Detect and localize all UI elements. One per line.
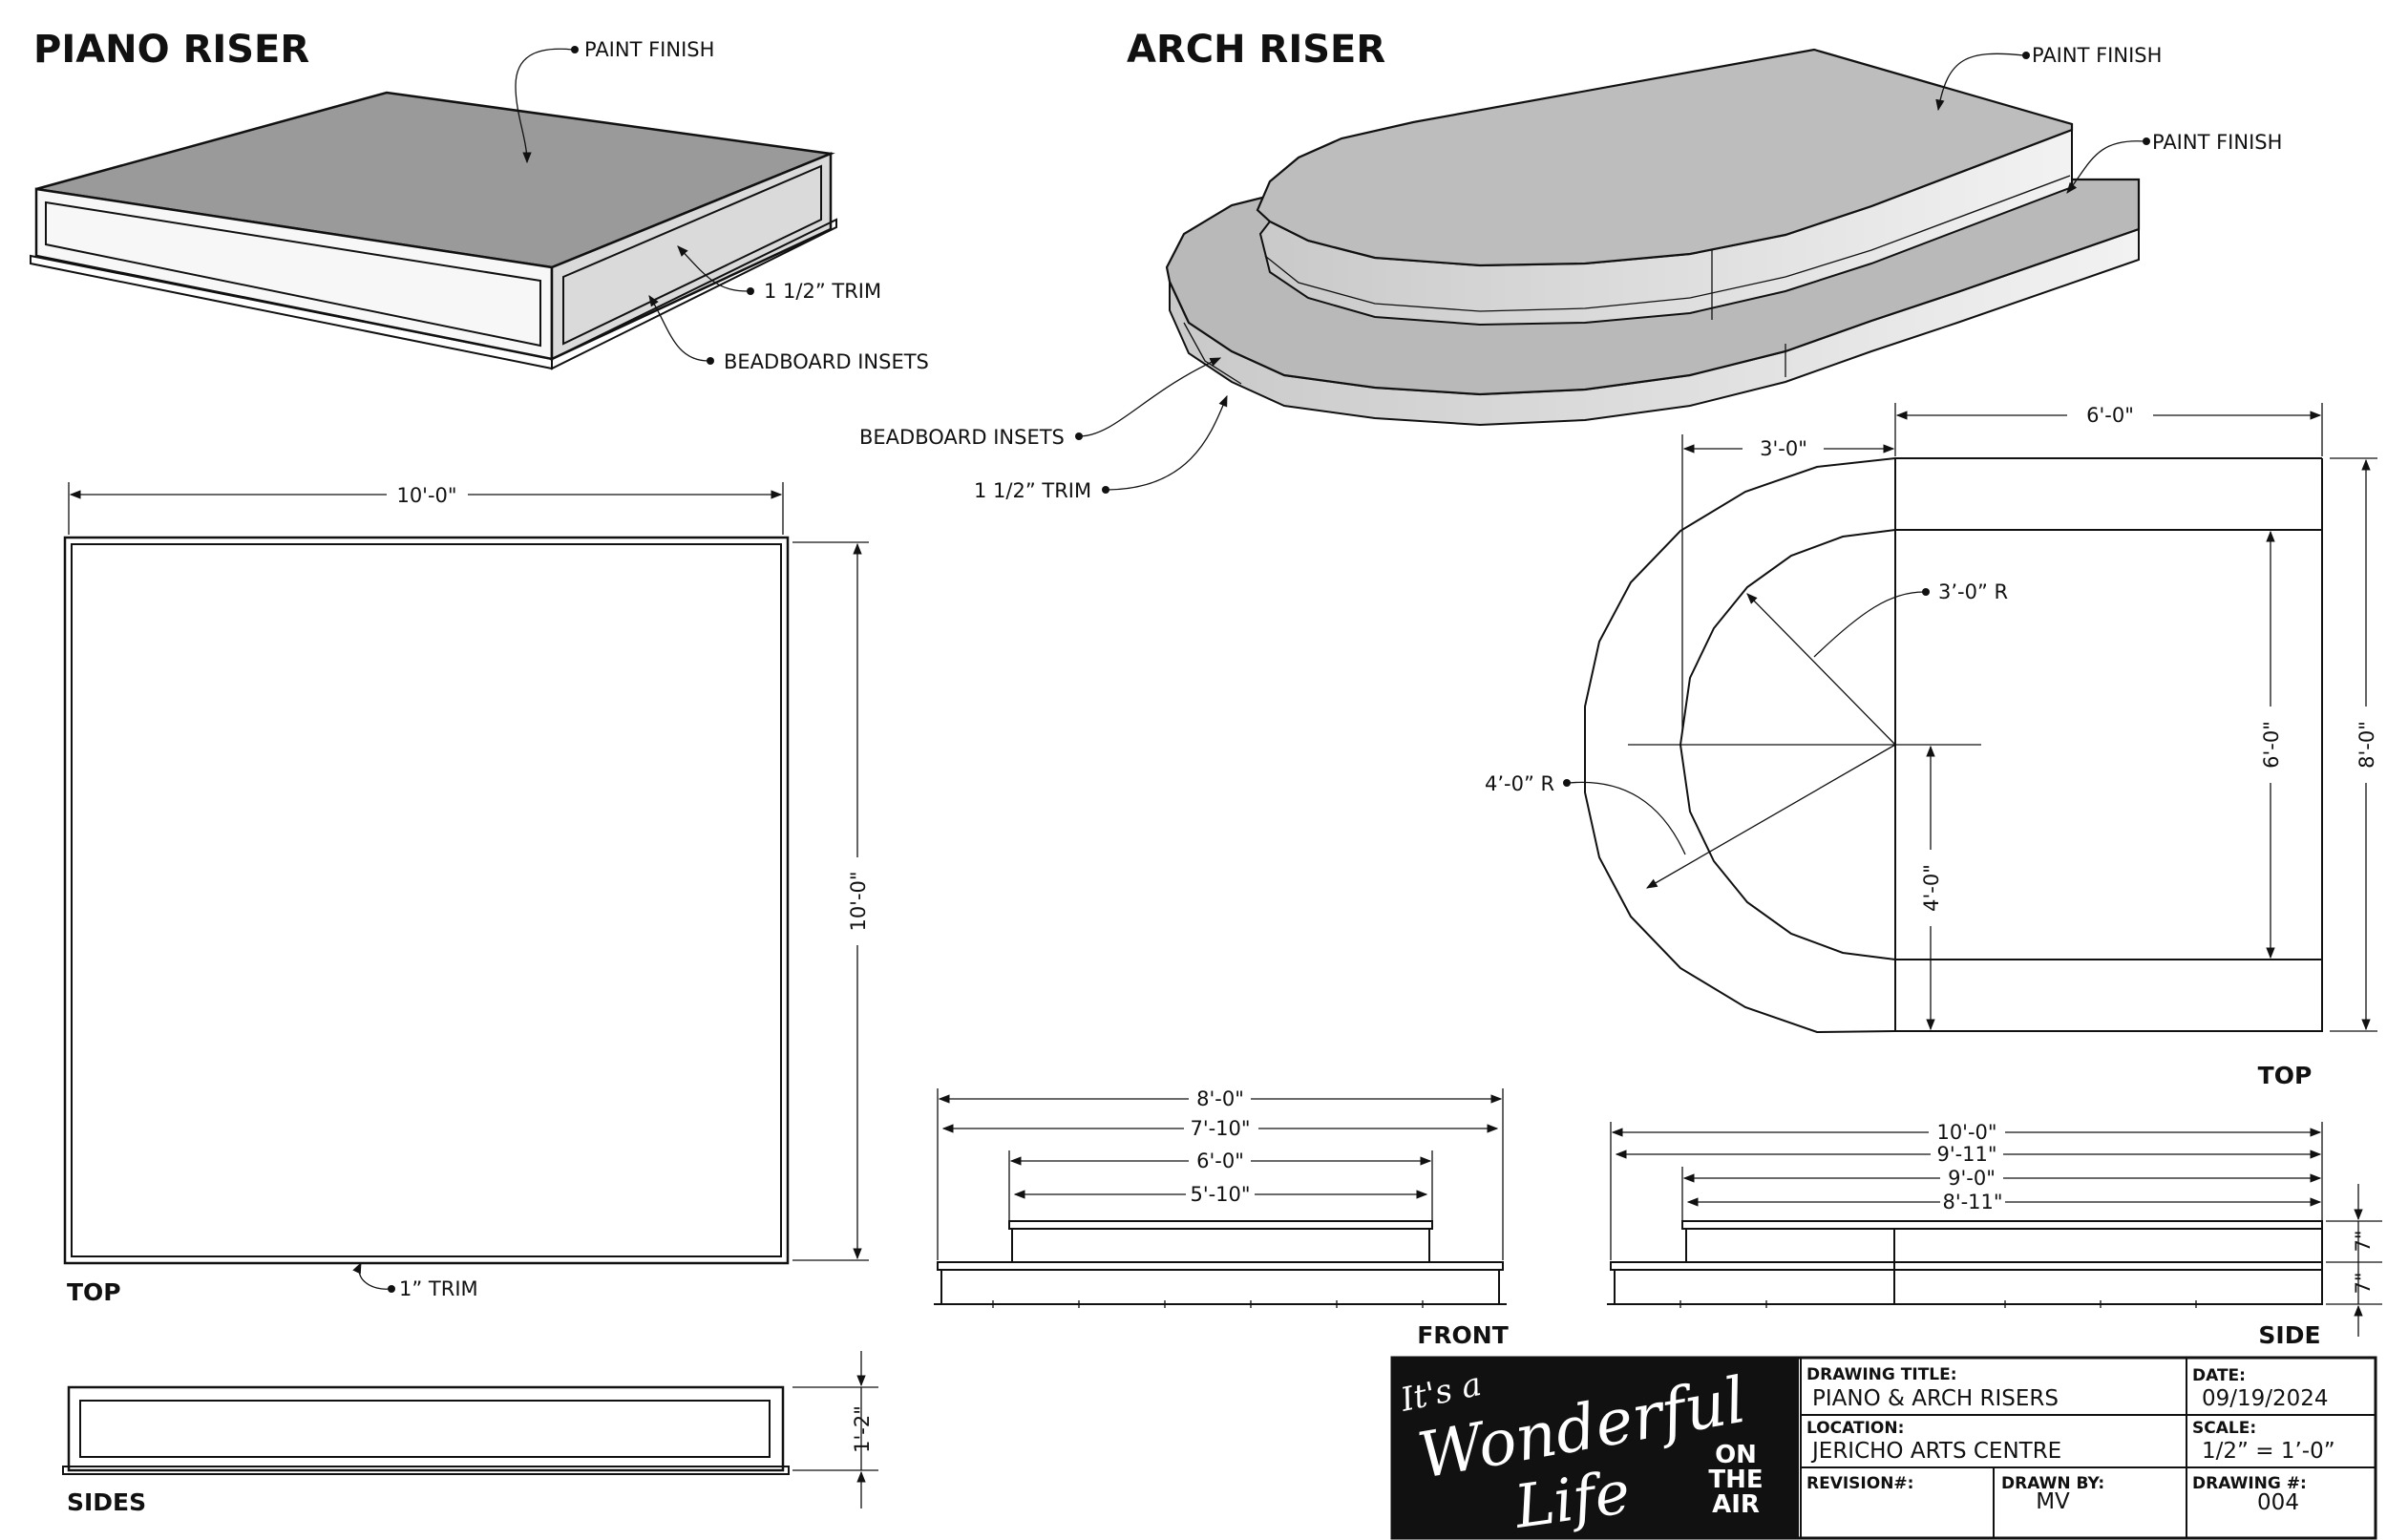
arch-front-view-label: FRONT (1417, 1321, 1509, 1349)
piano-riser-sides-view: 1'-2" SIDES (62, 1351, 878, 1516)
date-value: 09/19/2024 (2202, 1386, 2329, 1411)
arch-inner-radius-callout: 3’-0” R (1938, 580, 2008, 603)
location-value: JERICHO ARTS CENTRE (1810, 1439, 2061, 1464)
arch-side-dim-4: 8'-11" (1942, 1191, 2002, 1213)
arch-beadboard-callout: BEADBOARD INSETS (859, 426, 1065, 449)
piano-riser-title: PIANO RISER (33, 28, 309, 72)
piano-sides-view-label: SIDES (67, 1488, 146, 1516)
arch-paint-finish-lower-callout: PAINT FINISH (2152, 131, 2282, 154)
piano-riser-isometric (30, 91, 837, 370)
piano-depth-dim: 10'-0" (847, 871, 870, 931)
piano-riser-top-view: 10'-0" 10'-0" 1” TRIM TOP (63, 482, 870, 1306)
scale-label: SCALE: (2192, 1419, 2256, 1438)
piano-beadboard-callout: BEADBOARD INSETS (724, 350, 929, 373)
arch-trim-callout: 1 1/2” TRIM (974, 479, 1091, 502)
arch-riser-section: ARCH RISER PAINT FINISH PAINT FINISH BEA… (859, 28, 2382, 1349)
arch-riser-front-view: 8'-0" 7'-10" 6'-0" 5'-10" FRONT (934, 1087, 1509, 1349)
arch-front-dim-2: 7'-10" (1190, 1117, 1250, 1140)
arch-outer-radius-callout: 4’-0” R (1485, 772, 1554, 795)
location-label: LOCATION: (1806, 1419, 1904, 1438)
logo-tag-2: THE (1708, 1466, 1763, 1494)
arch-top-view-label: TOP (2258, 1062, 2313, 1089)
drawing-title-label: DRAWING TITLE: (1806, 1365, 1957, 1384)
date-label: DATE: (2192, 1366, 2246, 1385)
arch-side-dim-3: 9'-0" (1948, 1167, 1996, 1190)
arch-side-height-1: 7" (2352, 1230, 2375, 1252)
logo-tag-3: AIR (1712, 1490, 1760, 1519)
logo-line-3: Life (1510, 1457, 1635, 1540)
piano-riser-section: PIANO RISER PAINT FINISH 1 1/2” TRIM BEA… (30, 28, 929, 1516)
drawn-by-value: MV (2036, 1489, 2070, 1514)
revision-label: REVISION#: (1806, 1474, 1913, 1493)
arch-arc-offset-dim: 3'-0" (1760, 437, 1807, 460)
piano-width-dim: 10'-0" (396, 484, 456, 507)
arch-front-dim-4: 5'-10" (1190, 1183, 1250, 1206)
drawing-number-value: 004 (2257, 1490, 2299, 1515)
arch-riser-isometric (1165, 48, 2141, 427)
drawn-by-label: DRAWN BY: (2001, 1474, 2104, 1493)
scale-value: 1/2” = 1’-0” (2202, 1439, 2335, 1464)
arch-front-dim-3: 6'-0" (1196, 1150, 1244, 1172)
piano-top-trim-callout: 1” TRIM (399, 1277, 478, 1300)
arch-side-height-2: 7" (2352, 1272, 2375, 1294)
arch-side-view-label: SIDE (2258, 1321, 2320, 1349)
arch-side-dim-2: 9'-11" (1936, 1143, 1996, 1166)
drawing-title-value: PIANO & ARCH RISERS (1812, 1386, 2059, 1411)
arch-side-dim-1: 10'-0" (1936, 1121, 1996, 1144)
piano-height-dim: 1'-2" (851, 1405, 874, 1453)
arch-riser-top-view: 3’-0” R 4’-0” R 6'-0" 3'-0" 6'-0" (1485, 403, 2378, 1089)
title-block: It's a Wonderful Life ON THE AIR DRAWING… (1390, 1356, 2377, 1540)
drawing-number-label: DRAWING #: (2192, 1474, 2307, 1493)
arch-front-dim-1: 8'-0" (1196, 1087, 1244, 1110)
arch-half-width-dim: 4'-0" (1920, 864, 1943, 912)
show-logo (1392, 1358, 1799, 1538)
piano-paint-finish-callout: PAINT FINISH (584, 38, 714, 61)
arch-paint-finish-top-callout: PAINT FINISH (2032, 44, 2162, 67)
arch-riser-title: ARCH RISER (1127, 28, 1385, 72)
arch-riser-side-view: 10'-0" 9'-11" 9'-0" 8'-11" 7" 7" SIDE (1607, 1121, 2382, 1349)
logo-tag-1: ON (1715, 1441, 1757, 1469)
piano-trim-callout: 1 1/2” TRIM (764, 280, 881, 303)
arch-straight-dim: 6'-0" (2086, 404, 2134, 427)
piano-top-view-label: TOP (67, 1278, 121, 1306)
arch-inner-width-dim: 6'-0" (2260, 721, 2283, 769)
arch-outer-width-dim: 8'-0" (2355, 721, 2378, 769)
